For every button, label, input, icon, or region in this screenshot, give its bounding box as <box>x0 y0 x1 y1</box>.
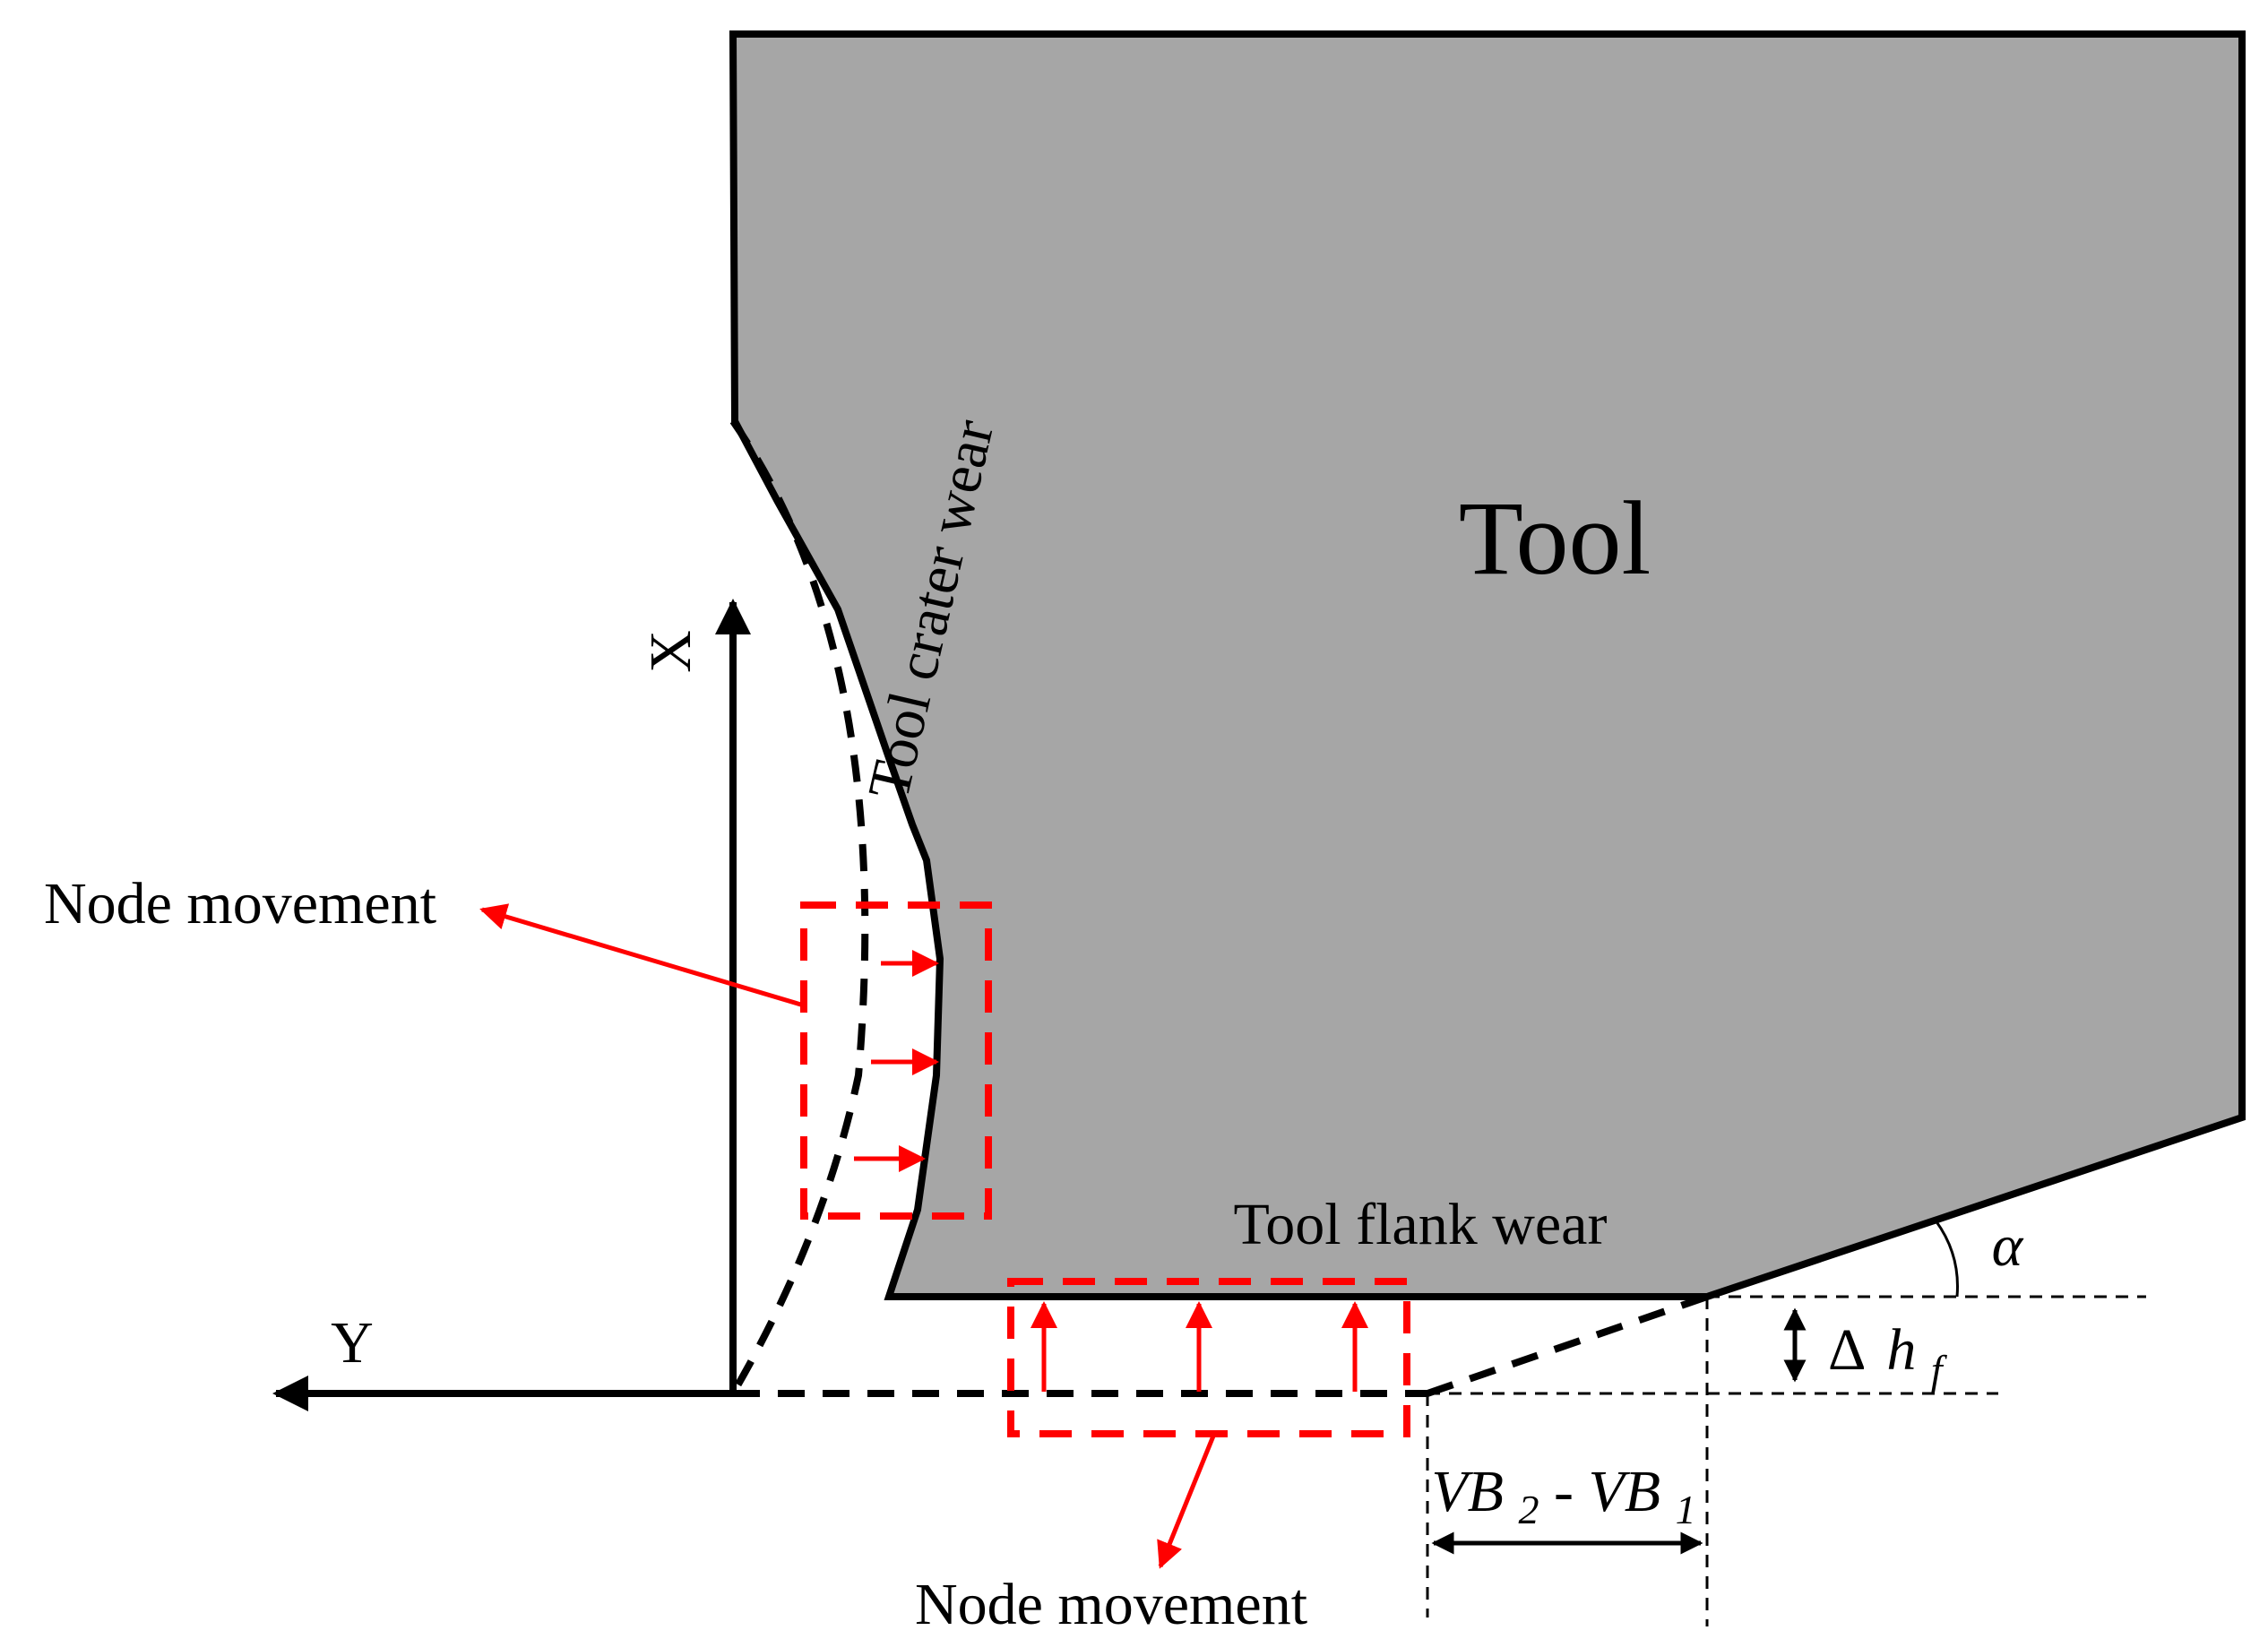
vb1-sub: 1 <box>1676 1487 1696 1532</box>
delta-sub-f: f <box>1931 1347 1948 1393</box>
vb1-text: VB <box>1588 1459 1660 1524</box>
delta-h: h <box>1886 1317 1916 1383</box>
crater-node-box <box>800 901 992 1220</box>
node-movement-label-bottom: Node movement <box>915 1572 1307 1637</box>
vb-label: VB 2 - VB 1 <box>1431 1459 1695 1537</box>
flank-wear-label: Tool flank wear <box>1234 1192 1608 1257</box>
axis-x-label: X <box>638 630 703 673</box>
vb-dash: - <box>1554 1459 1574 1524</box>
alpha-label: α <box>1992 1213 2024 1279</box>
original-rake-face-dashed <box>729 418 869 1396</box>
axis-y-label: Y <box>331 1310 374 1376</box>
alpha-arc <box>1934 1220 1959 1298</box>
vb2-text: VB <box>1431 1459 1504 1524</box>
tool-body <box>729 30 2246 1300</box>
vb2-sub: 2 <box>1519 1487 1539 1532</box>
node-movement-callout-left <box>479 903 805 1008</box>
delta-symbol: Δ <box>1828 1317 1864 1383</box>
flank-node-box <box>1007 1278 1410 1437</box>
node-movement-callout-bottom <box>1157 1433 1217 1569</box>
node-movement-label-left: Node movement <box>44 871 436 936</box>
delta-hf-label: Δ h f <box>1828 1317 1948 1393</box>
original-clearance-dashed <box>1426 1293 1709 1397</box>
tool-label: Tool <box>1459 479 1651 597</box>
